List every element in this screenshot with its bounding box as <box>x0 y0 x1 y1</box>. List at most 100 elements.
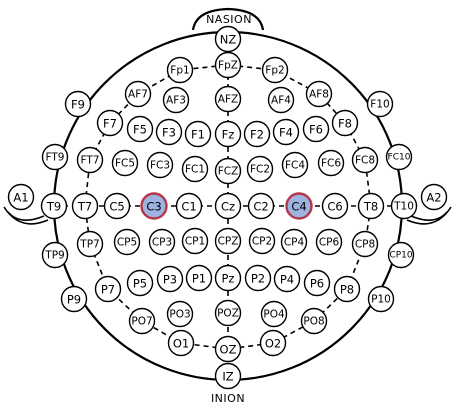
electrode-p9: P9 <box>60 285 88 313</box>
electrode-circle <box>321 192 349 220</box>
electrode-fc10: FC10 <box>385 143 413 171</box>
electrode-circle <box>146 151 174 179</box>
electrode-circle <box>331 109 359 137</box>
electrode-circle <box>41 143 69 171</box>
electrode-fc2: FC2 <box>246 155 274 183</box>
electrode-label: T7 <box>77 200 92 214</box>
electrode-f8: F8 <box>331 109 359 137</box>
electrode-circle <box>94 275 122 303</box>
electrode-label: T9 <box>46 200 61 214</box>
electrode-label: F1 <box>191 128 205 142</box>
electrode-cp4: CP4 <box>280 228 308 256</box>
electrode-circle <box>357 192 385 220</box>
electrode-circle <box>302 115 330 143</box>
electrode-circle <box>155 118 183 146</box>
electrode-label: PO4 <box>263 309 285 321</box>
electrode-circle <box>247 192 275 220</box>
electrode-circle <box>148 228 176 256</box>
electrode-nz: NZ <box>214 25 242 53</box>
electrode-afz: AFZ <box>214 85 242 113</box>
electrode-ft9: FT9 <box>41 143 69 171</box>
electrode-circle <box>167 329 195 357</box>
electrode-f2: F2 <box>243 120 271 148</box>
electrode-cp2: CP2 <box>248 227 276 255</box>
electrode-circle <box>214 335 242 363</box>
electrode-label: CP2 <box>252 236 272 248</box>
electrode-label: FT7 <box>81 155 100 167</box>
electrode-label: F9 <box>71 98 85 112</box>
electrode-circle <box>40 192 68 220</box>
electrode-af7: AF7 <box>124 80 152 108</box>
electrode-cp5: CP5 <box>113 228 141 256</box>
electrode-circle <box>351 230 379 258</box>
electrode-circle <box>285 192 313 220</box>
electrode-af4: AF4 <box>267 86 295 114</box>
electrode-circle <box>367 285 395 313</box>
electrode-c4: C4 <box>285 192 313 220</box>
electrode-f5: F5 <box>126 115 154 143</box>
electrode-circle <box>156 265 184 293</box>
electrode-label: CP5 <box>117 237 137 249</box>
electrode-circle <box>214 85 242 113</box>
electrode-p3: P3 <box>156 265 184 293</box>
electrode-label: PO8 <box>303 316 324 328</box>
electrode-a2: A2 <box>420 183 448 211</box>
electrode-label: F6 <box>309 123 323 137</box>
electrode-label: P7 <box>101 283 115 297</box>
electrode-label: P9 <box>67 293 81 307</box>
electrode-circle <box>96 109 124 137</box>
electrode-label: Cz <box>221 200 235 214</box>
electrode-label: FpZ <box>218 60 238 72</box>
electrode-circle <box>166 300 194 328</box>
electrode-circle <box>366 90 394 118</box>
electrode-p5: P5 <box>126 269 154 297</box>
electrode-c6: C6 <box>321 192 349 220</box>
electrode-label: TP7 <box>79 239 99 251</box>
electrode-circle <box>248 227 276 255</box>
electrode-f3: F3 <box>155 118 183 146</box>
electrode-af8: AF8 <box>305 80 333 108</box>
electrode-pz: Pz <box>214 264 242 292</box>
electrode-circle <box>214 192 242 220</box>
electrode-circle <box>113 228 141 256</box>
electrode-label: C5 <box>109 200 124 214</box>
electrode-label: FC4 <box>285 160 305 172</box>
electrode-circle <box>243 120 271 148</box>
electrode-fc6: FC6 <box>317 149 345 177</box>
electrode-label: PO3 <box>169 309 190 321</box>
electrode-label: FCZ <box>218 166 239 178</box>
electrode-po3: PO3 <box>166 300 194 328</box>
electrode-label: C2 <box>253 200 268 214</box>
electrode-label: C6 <box>327 200 342 214</box>
electrode-t10: T10 <box>390 192 418 220</box>
electrode-af3: AF3 <box>162 86 190 114</box>
electrode-circle <box>126 115 154 143</box>
electrode-label: AF7 <box>128 89 148 101</box>
electrode-label: AFZ <box>218 94 238 106</box>
electrode-o2: O2 <box>259 329 287 357</box>
electrode-label: Pz <box>222 272 235 286</box>
electrode-fp1: Fp1 <box>166 56 194 84</box>
electrode-label: F4 <box>279 126 293 140</box>
electrode-label: C1 <box>181 200 196 214</box>
electrode-fc3: FC3 <box>146 151 174 179</box>
electrode-label: P6 <box>310 277 324 291</box>
electrode-label: AF3 <box>166 95 186 107</box>
electrode-cp6: CP6 <box>315 228 343 256</box>
electrode-circle <box>214 264 242 292</box>
electrode-label: NZ <box>220 33 237 47</box>
electrode-fc4: FC4 <box>281 151 309 179</box>
electrode-label: FC8 <box>355 155 375 167</box>
electrode-circle <box>71 192 99 220</box>
electrode-cpz: CPZ <box>214 227 242 255</box>
electrode-t8: T8 <box>357 192 385 220</box>
electrode-label: Fp1 <box>170 65 189 77</box>
electrode-label: CP4 <box>284 237 305 249</box>
electrode-label: T8 <box>363 200 378 214</box>
electrode-label: FC6 <box>321 158 341 170</box>
electrode-po8: PO8 <box>300 307 328 335</box>
electrode-circle <box>175 192 203 220</box>
electrode-p6: P6 <box>303 269 331 297</box>
electrode-label: CP3 <box>152 237 172 249</box>
